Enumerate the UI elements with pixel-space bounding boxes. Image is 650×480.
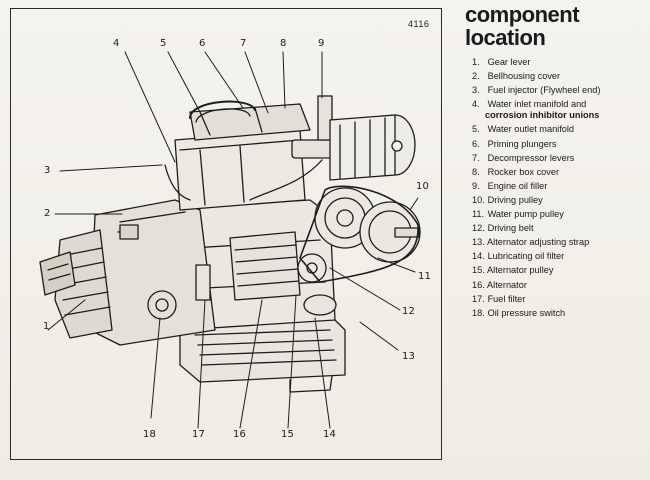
gear-lever-plate	[39, 251, 76, 296]
cylinder-head	[174, 129, 306, 211]
figure-number: 4116	[408, 19, 430, 29]
callout-5: 5	[160, 38, 167, 49]
legend-item: 16. Alternator	[472, 279, 527, 290]
alternator	[229, 231, 301, 301]
title-line-2: location	[465, 25, 546, 50]
callout-3: 3	[44, 165, 51, 176]
page-title: component location	[465, 2, 580, 50]
air-filter-drum	[329, 114, 416, 181]
callout-1: 1	[43, 321, 50, 332]
callout-2: 2	[44, 208, 51, 219]
legend-item: 10. Driving pulley	[472, 194, 543, 205]
oil-filler	[291, 95, 333, 159]
callout-16: 16	[233, 429, 247, 440]
oil-filter-canister	[303, 294, 337, 316]
legend-item: 6. Priming plungers	[472, 138, 557, 149]
engine-sump	[179, 314, 346, 393]
callout-6: 6	[199, 38, 206, 49]
component-legend: 1. Gear lever 2. Bellhousing cover 3. Fu…	[472, 55, 647, 320]
driving-belt	[299, 185, 419, 283]
callout-14: 14	[323, 429, 337, 440]
legend-item: 3. Fuel injector (Flywheel end)	[472, 85, 601, 96]
legend-item: 9. Engine oil filler	[472, 180, 548, 191]
callout-7: 7	[240, 38, 247, 49]
callout-13: 13	[402, 351, 416, 362]
legend-item: 13. Alternator adjusting strap	[472, 237, 590, 248]
callout-11: 11	[418, 271, 432, 282]
legend-item: 2. Bellhousing cover	[472, 71, 561, 82]
callout-8: 8	[280, 38, 287, 49]
driving-pulley	[359, 201, 421, 263]
legend-item: 7. Decompressor levers	[472, 152, 575, 163]
oil-pressure-switch	[147, 290, 177, 320]
legend-item: 14. Lubricating oil filter	[472, 251, 565, 262]
callout-18: 18	[143, 429, 157, 440]
diagram-frame	[10, 8, 442, 460]
title-line-1: component	[465, 2, 580, 27]
legend-item: 17. Fuel filter	[472, 293, 526, 304]
legend-item: 5. Water outlet manifold	[472, 124, 575, 135]
fuel-filter	[195, 264, 211, 301]
legend-item: 12. Driving belt	[472, 223, 534, 234]
callout-17: 17	[192, 429, 206, 440]
injector-pipes	[164, 159, 323, 201]
alternator-pulley	[297, 253, 327, 283]
callout-12: 12	[402, 306, 416, 317]
legend-item: 8. Rocker box cover	[472, 166, 560, 177]
rocker-box	[189, 103, 311, 141]
leader-lines	[47, 51, 419, 429]
engine-illustration	[39, 51, 421, 429]
callout-4: 4	[113, 38, 120, 49]
legend-item: 1. Gear lever	[472, 57, 531, 67]
legend-item: 11. Water pump pulley	[472, 209, 564, 220]
legend-item: 18. Oil pressure switch	[472, 307, 566, 318]
legend-item: 15. Alternator pulley	[472, 265, 554, 276]
callout-10: 10	[416, 181, 430, 192]
callout-15: 15	[281, 429, 295, 440]
water-outlet-manifold	[189, 100, 256, 123]
callout-9: 9	[318, 38, 325, 49]
